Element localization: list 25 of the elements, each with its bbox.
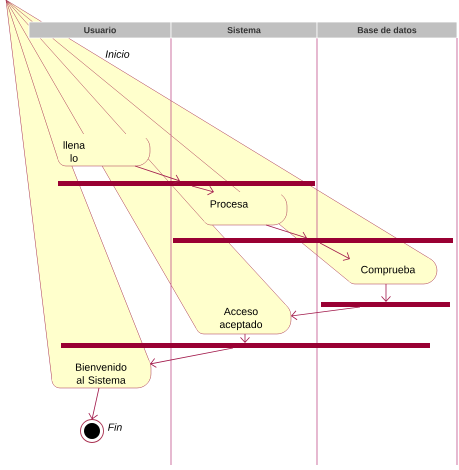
arrow: [150, 348, 234, 368]
activity-node: llena lo: [58, 134, 150, 166]
sync-bar: [61, 343, 430, 348]
sync-bar: [58, 181, 315, 186]
arrow: [266, 224, 307, 241]
arrow: [134, 166, 180, 184]
arrow: [320, 242, 350, 261]
activity-node: Procesa: [203, 192, 288, 226]
activity-node: Acceso aceptado: [196, 302, 292, 334]
arrow: [192, 186, 214, 196]
activity-node: Comprueba: [347, 257, 438, 284]
node-label: Acceso aceptado: [220, 308, 262, 330]
final-state: [80, 419, 104, 443]
arrow: [381, 284, 391, 302]
state-label: Inicio: [106, 50, 130, 58]
state-label: Fin: [108, 423, 122, 431]
activity-node: Bienvenido al Sistema: [52, 354, 152, 388]
arrow: [291, 306, 360, 320]
node-label: Bienvenido al Sistema: [76, 363, 126, 384]
node-label: llena lo: [64, 141, 86, 162]
arrow: [88, 388, 100, 420]
node-label: Comprueba: [361, 266, 416, 276]
node-label: Procesa: [210, 200, 248, 208]
sync-bar: [173, 238, 453, 243]
sync-bar: [321, 302, 450, 307]
